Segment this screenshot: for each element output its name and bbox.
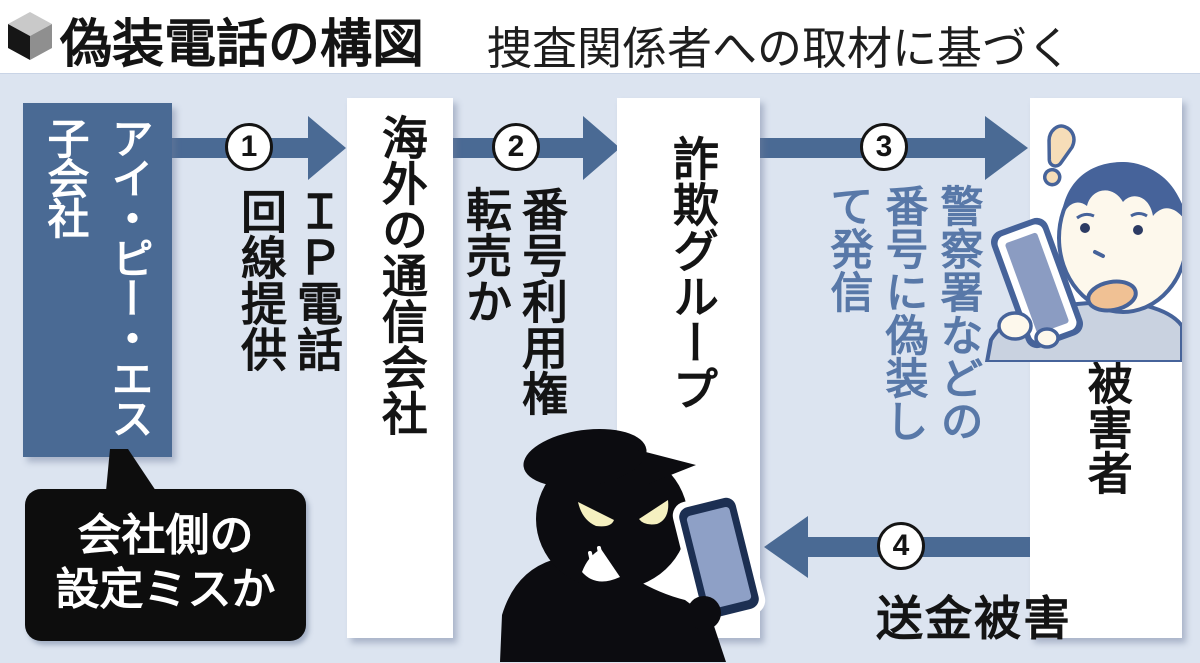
step4-label: 送金被害 — [876, 592, 1072, 645]
callout-line1: 会社側の — [77, 511, 254, 560]
step1-label-col2: 回線提供 — [235, 188, 287, 372]
node-ips-label: アイ・ピー・エス 子会社 — [33, 117, 161, 453]
step2-label-col1: 番号利用権 — [516, 186, 568, 416]
step2-label-col2: 転売か — [460, 186, 512, 324]
cube-icon — [8, 12, 52, 60]
node-victim: 被害者 — [1030, 98, 1182, 638]
node-overseas-label: 海外の通信会社 — [375, 114, 428, 436]
callout-bubble: 会社側の 設定ミスか — [25, 449, 306, 641]
step2-number-badge: 2 — [492, 123, 540, 171]
step1-number: 1 — [240, 130, 258, 163]
step4-number-badge: 4 — [877, 522, 925, 570]
callout-line2: 設定ミスか — [55, 565, 276, 614]
step2-number: 2 — [507, 130, 525, 163]
node-ips-label-col1: アイ・ピー・エス — [106, 117, 153, 437]
step4-number: 4 — [892, 529, 910, 562]
step1-label-col1: ＩＰ電話 — [291, 188, 343, 372]
page-subtitle: 捜査関係者への取材に基づく — [487, 24, 1073, 74]
node-overseas-carrier: 海外の通信会社 — [347, 98, 453, 638]
step3-label-col1: 警察署などの — [934, 184, 982, 442]
step3-label: 警察署などの 番号に偽装し て発信 — [820, 184, 985, 472]
page-title: 偽装電話の構図 — [60, 16, 425, 74]
node-victim-label: 被害者 — [1080, 360, 1132, 495]
node-ips-subsidiary: アイ・ピー・エス 子会社 — [23, 103, 172, 457]
step3-label-col2: 番号に偽装し — [879, 184, 927, 442]
node-fraud-group: 詐欺グループ — [617, 98, 760, 638]
header: 偽装電話の構図 捜査関係者への取材に基づく — [0, 0, 1200, 74]
node-fraud-label: 詐欺グループ — [666, 135, 719, 411]
node-ips-label-col2: 子会社 — [42, 117, 89, 237]
step3-number: 3 — [875, 130, 893, 163]
step3-label-col3: て発信 — [824, 184, 872, 313]
step1-number-badge: 1 — [225, 123, 273, 171]
step3-number-badge: 3 — [860, 123, 908, 171]
callout-tail — [106, 449, 156, 491]
step2-label: 番号利用権 転売か — [458, 186, 570, 441]
step1-label: ＩＰ電話 回線提供 — [233, 188, 345, 412]
